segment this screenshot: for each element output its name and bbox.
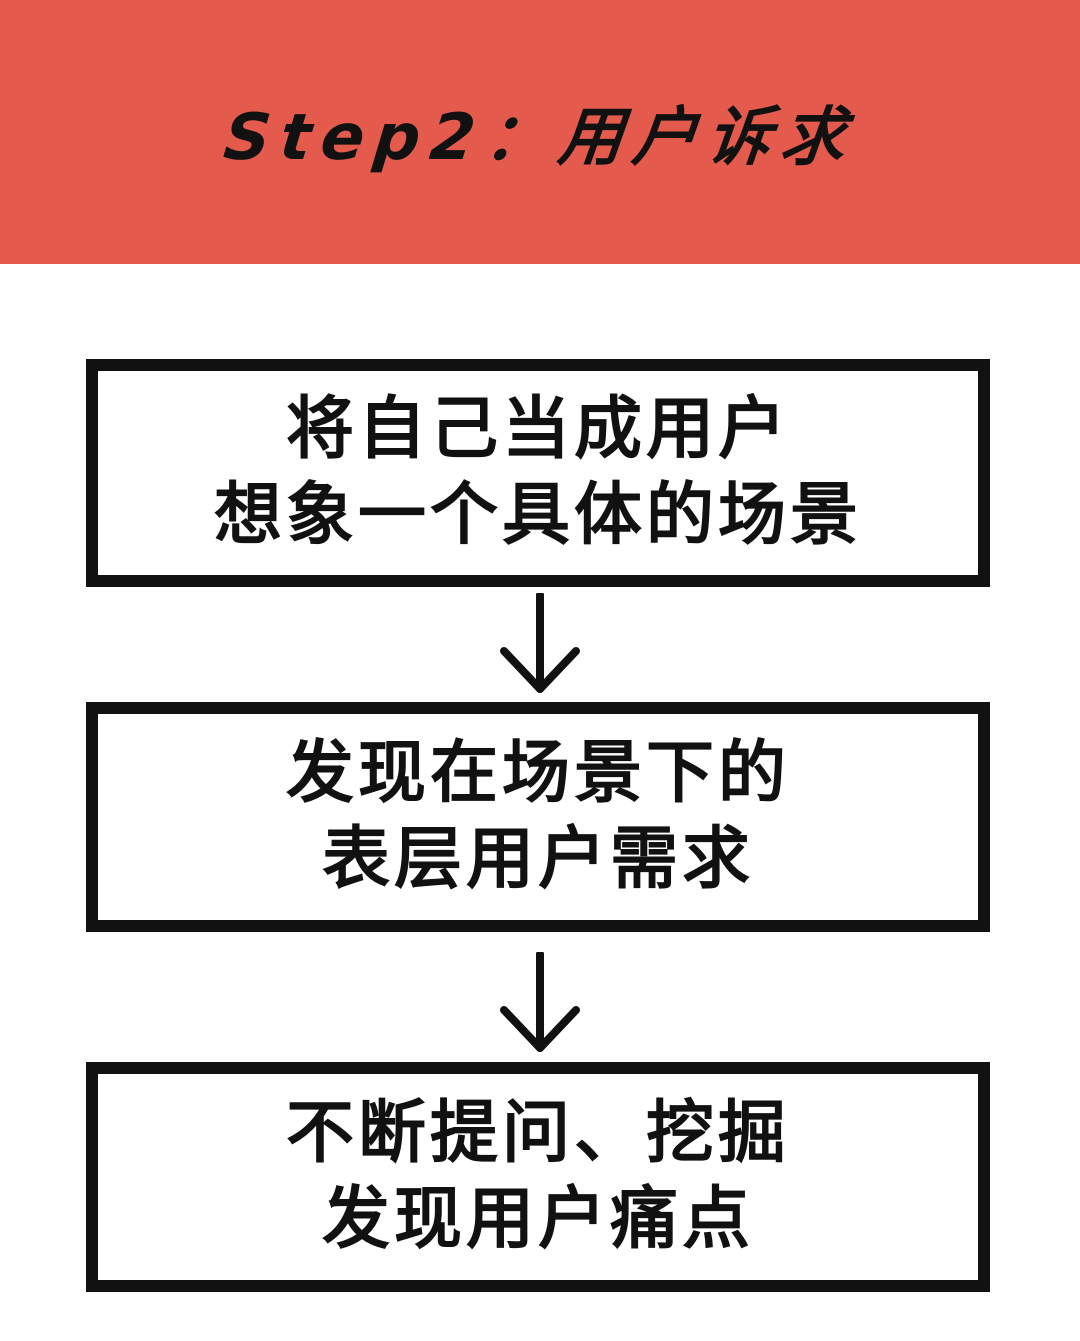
arrow-down-icon <box>500 593 580 693</box>
step-3-line-2: 发现用户痛点 <box>321 1180 754 1259</box>
step-2-line-2: 表层用户需求 <box>321 820 754 899</box>
step-box-1: 将自己当成用户 想象一个具体的场景 <box>86 359 990 587</box>
step-1-line-2: 想象一个具体的场景 <box>213 476 862 555</box>
step-box-2: 发现在场景下的 表层用户需求 <box>86 702 990 932</box>
step-box-3: 不断提问、挖掘 发现用户痛点 <box>86 1062 990 1292</box>
header-banner: Step2：用户诉求 <box>0 0 1080 264</box>
arrow-down-icon <box>500 952 580 1052</box>
page-title: Step2：用户诉求 <box>220 101 859 175</box>
step-1-line-1: 将自己当成用户 <box>285 390 790 469</box>
step-3-line-1: 不断提问、挖掘 <box>285 1094 790 1173</box>
step-2-line-1: 发现在场景下的 <box>285 734 790 813</box>
